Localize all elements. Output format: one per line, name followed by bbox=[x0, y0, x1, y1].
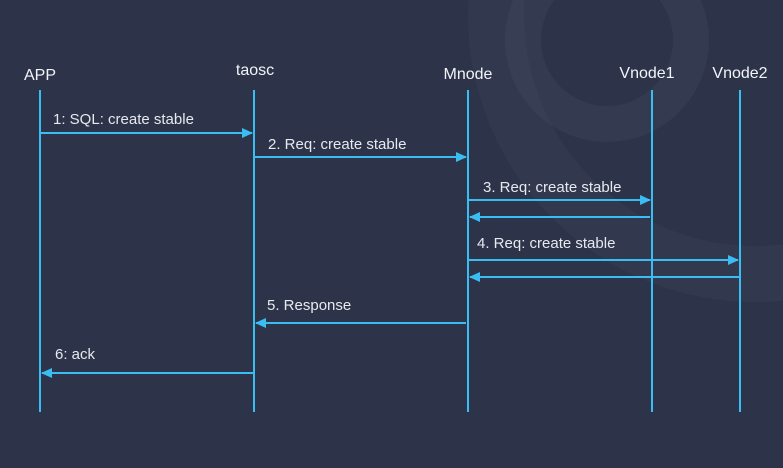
message-3-return-arrow bbox=[469, 212, 650, 222]
arrowhead-right-icon bbox=[728, 255, 739, 265]
message-1-label: 1: SQL: create stable bbox=[53, 111, 194, 128]
actor-label-mnode: Mnode bbox=[443, 66, 493, 83]
arrowhead-right-icon bbox=[242, 128, 253, 138]
arrowhead-right-icon bbox=[640, 195, 651, 205]
message-2-arrow bbox=[255, 152, 467, 162]
message-4-label: 4. Req: create stable bbox=[477, 235, 616, 252]
message-5-label: 5. Response bbox=[267, 297, 352, 314]
message-4-return-arrow bbox=[469, 272, 739, 282]
message-4-arrow bbox=[469, 255, 739, 265]
message-3-arrow bbox=[469, 195, 651, 205]
lifeline-app bbox=[39, 90, 41, 412]
arrowhead-right-icon bbox=[456, 152, 467, 162]
lifeline-vnode2 bbox=[739, 90, 741, 412]
message-1-arrow bbox=[41, 128, 253, 138]
arrowhead-left-icon bbox=[469, 272, 480, 282]
message-2-label: 2. Req: create stable bbox=[268, 136, 407, 153]
message-6-arrow bbox=[41, 368, 253, 378]
lifeline-mnode bbox=[467, 90, 469, 412]
arrowhead-left-icon bbox=[255, 318, 266, 328]
actor-label-taosc: taosc bbox=[235, 62, 275, 79]
actor-label-vnode1: Vnode1 bbox=[619, 65, 675, 82]
message-5-arrow bbox=[255, 318, 466, 328]
arrowhead-left-icon bbox=[469, 212, 480, 222]
arrowhead-left-icon bbox=[41, 368, 52, 378]
actor-label-app: APP bbox=[23, 67, 56, 84]
lifeline-vnode1 bbox=[651, 90, 653, 412]
message-6-label: 6: ack bbox=[55, 346, 96, 363]
lifeline-taosc bbox=[253, 90, 255, 412]
actor-label-vnode2: Vnode2 bbox=[712, 65, 768, 82]
message-3-label: 3. Req: create stable bbox=[483, 179, 622, 196]
